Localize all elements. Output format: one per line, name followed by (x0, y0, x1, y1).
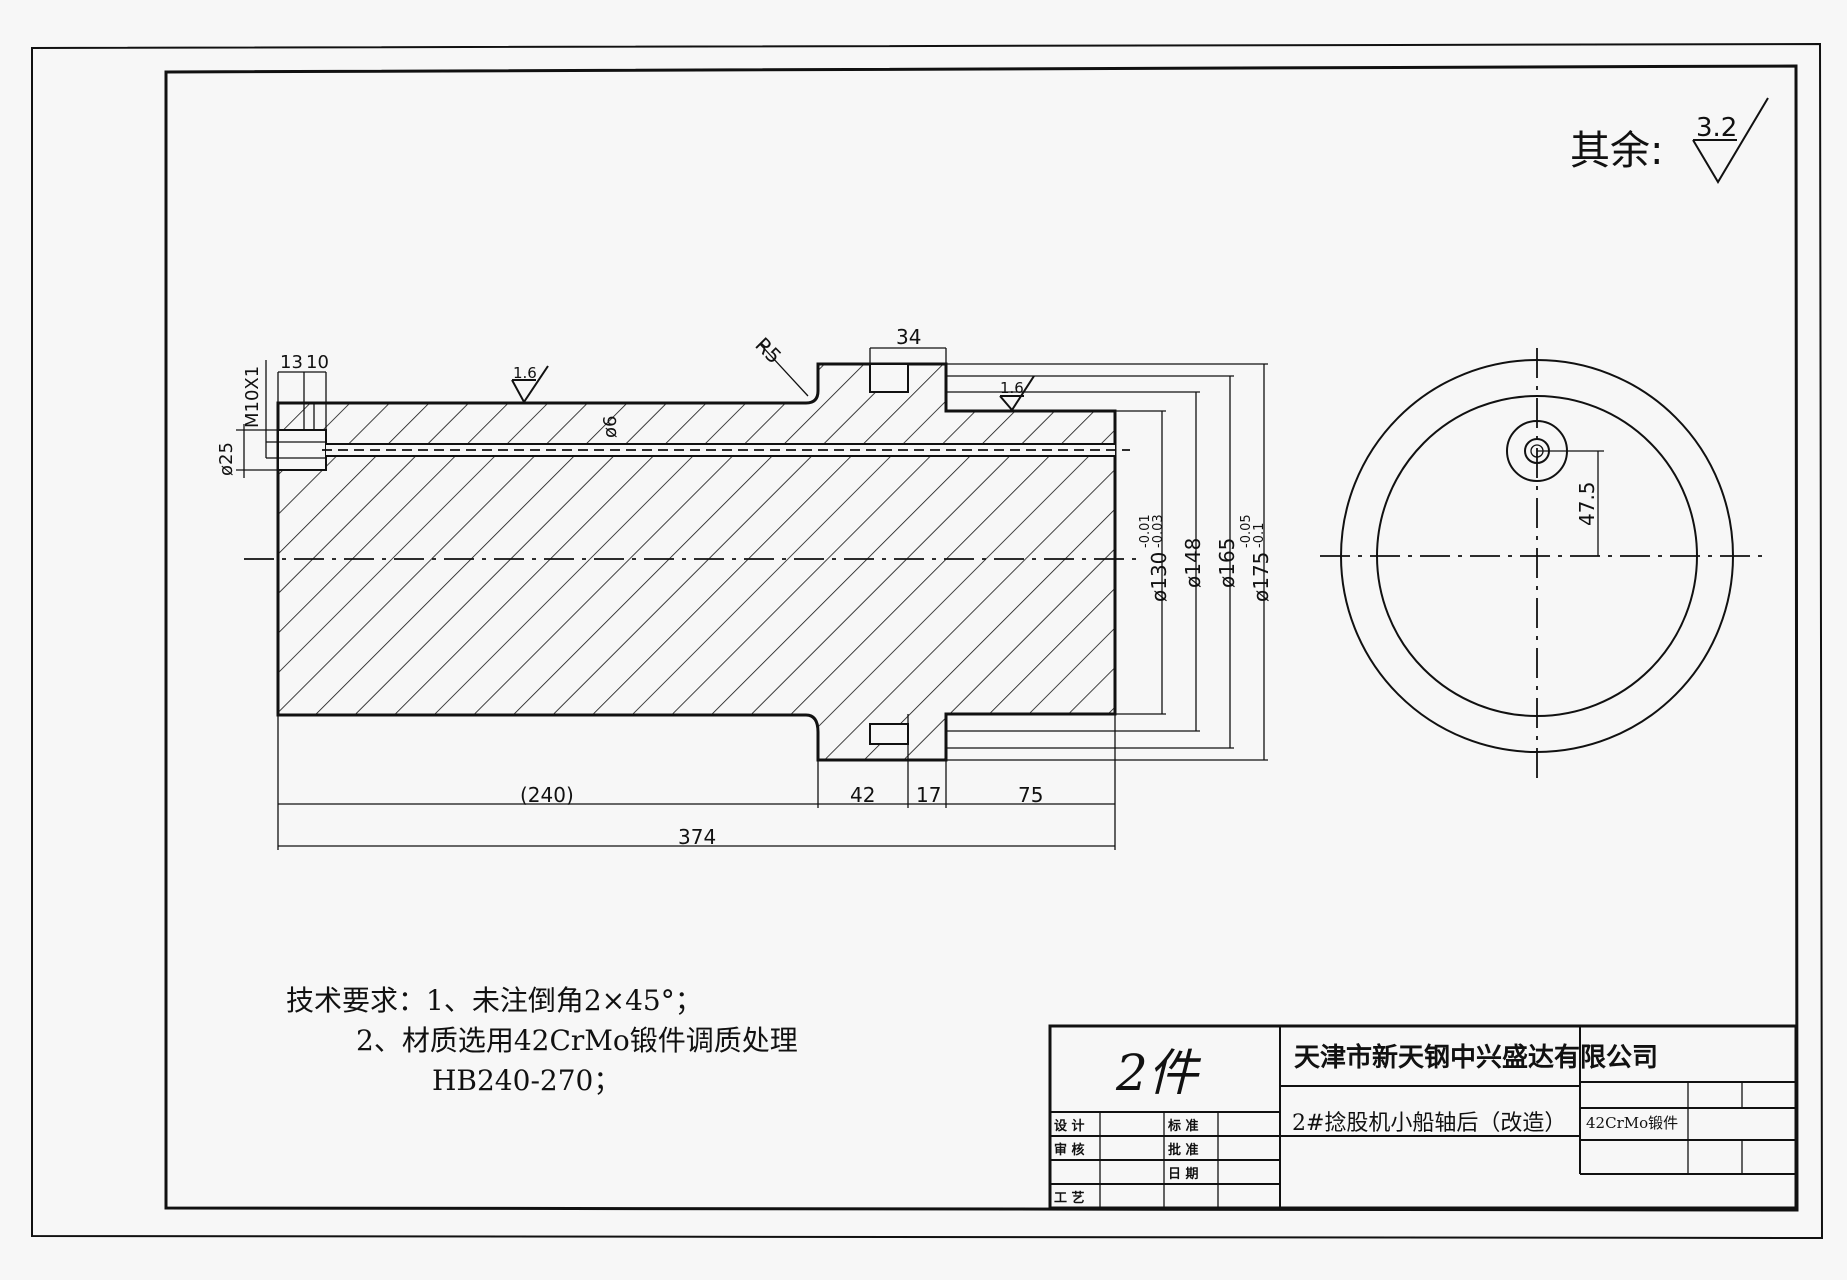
drill-passage (326, 444, 1115, 456)
dia-130-tol-lower: -0.03 (1151, 514, 1166, 548)
surface-note-label: 其余: (1570, 128, 1663, 174)
dia-130-tol-upper: -0.01 (1138, 514, 1153, 548)
tb-label-date: 日 期 (1168, 1167, 1199, 1182)
hole-diameter: ø25 (216, 442, 237, 476)
quantity-handwritten: 2件 (1115, 1044, 1202, 1102)
len-75: 75 (1018, 783, 1043, 807)
tb-label-process: 工 艺 (1054, 1190, 1085, 1206)
requirements-line-3: HB240-270； (432, 1064, 621, 1097)
tb-label-standard: 标 准 (1167, 1118, 1199, 1134)
drill-diameter: ø6 (600, 416, 621, 438)
dia-165: ø165 (1215, 538, 1239, 588)
dim-10: 10 (306, 352, 329, 373)
dia-175: ø175 (1249, 552, 1273, 602)
roughness-mark-1: 1.6 (513, 364, 537, 382)
end-view-offset-dim: 47.5 (1575, 481, 1599, 526)
part-name: 2#捻股机小船轴后（改造） (1292, 1111, 1566, 1136)
end-view: 47.5 (1320, 348, 1770, 778)
roughness-symbol-icon (1692, 97, 1769, 184)
thread-spec: M10X1 (242, 366, 263, 428)
roughness-mark-2: 1.6 (1000, 379, 1024, 397)
len-42: 42 (850, 783, 875, 807)
inner-border (164, 64, 1799, 1212)
title-block: 2件 天津市新天钢中兴盛达有限公司 2#捻股机小船轴后（改造） 42CrMo锻件… (1048, 1024, 1798, 1210)
shaft-section-hatch (276, 362, 1117, 762)
company-name: 天津市新天钢中兴盛达有限公司 (1294, 1042, 1658, 1073)
groove-top (869, 363, 909, 393)
len-240: (240) (520, 783, 574, 807)
tb-label-review: 审 核 (1054, 1142, 1085, 1158)
tb-label-design: 设 计 (1054, 1118, 1085, 1134)
requirements-line-2: 2、材质选用42CrMo锻件调质处理 (356, 1024, 798, 1057)
groove-bottom (869, 723, 909, 745)
material-name: 42CrMo锻件 (1586, 1114, 1678, 1132)
dia-148: ø148 (1181, 538, 1205, 588)
dia-175-tol-lower: -0.1 (1252, 523, 1267, 548)
dia-175-tol-upper: -0.05 (1239, 514, 1254, 548)
outer-border (31, 42, 1824, 1240)
dim-13: 13 (280, 352, 303, 373)
thread-hole (277, 429, 327, 471)
len-17: 17 (916, 783, 941, 807)
tb-label-approve: 批 准 (1168, 1142, 1199, 1158)
surface-roughness-value: 3.2 (1696, 113, 1737, 143)
groove-width-dim: 34 (896, 325, 921, 349)
section-view: 1.6 1.6 R5 34 13 10 M10X1 ø25 ø6 (216, 325, 1273, 850)
dia-130: ø130 (1147, 552, 1171, 602)
len-total-374: 374 (678, 825, 716, 849)
requirements-line-1: 技术要求：1、未注倒角2×45°； (286, 984, 703, 1017)
